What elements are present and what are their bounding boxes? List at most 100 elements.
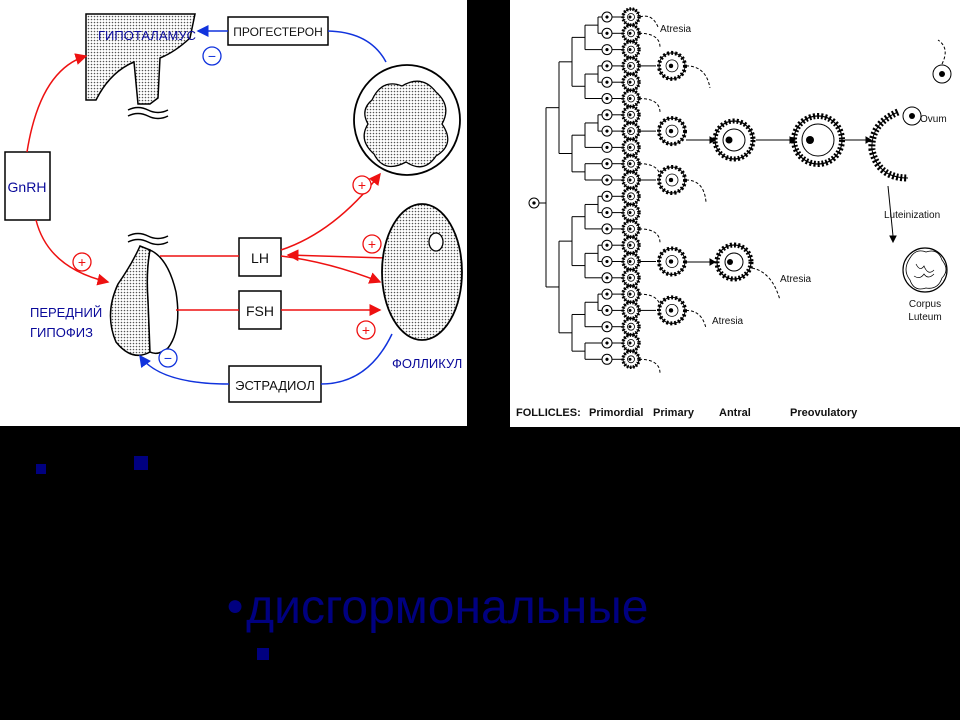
growing-follicle-nucleus [668, 128, 674, 134]
hormonal-axis-diagram: ГИПОТАЛАМУС ПРОГЕСТЕРОН − GnRH + ПЕРЕДНИ… [0, 0, 467, 426]
primary-follicle-nucleus [628, 64, 632, 68]
primordial-follicle-nucleus [605, 145, 609, 150]
main-bullet-label: дисгормональные [246, 581, 649, 634]
svg-text:+: + [362, 322, 370, 338]
primordial-follicle-nucleus [605, 194, 609, 198]
lh-corpus-plus-sign [352, 175, 372, 195]
primary-follicle-nucleus [628, 194, 632, 198]
atresia-label-primary: Atresia [712, 316, 744, 327]
primary-follicle-nucleus [628, 341, 632, 345]
luteinization-label: Luteinization [884, 210, 940, 221]
follicle-development-svg: Ovum Luteinization Corpus Luteum Atresia… [516, 7, 952, 419]
svg-text:+: + [78, 254, 86, 270]
primary-follicle-nucleus [628, 113, 632, 117]
hypothalamus-label: ГИПОТАЛАМУС [98, 28, 196, 43]
antral-atretic-follicle [714, 242, 754, 282]
primordial-follicle-nucleus [605, 47, 609, 52]
primordial-follicle-nucleus [605, 357, 609, 361]
primordial-follicle-nucleus [605, 341, 609, 345]
growing-follicle-nucleus [668, 63, 674, 69]
atresia-path [638, 98, 661, 113]
primary-follicle-nucleus [628, 178, 632, 182]
primary-follicle-nucleus [628, 259, 632, 264]
stage-primary-label: Primary [653, 407, 695, 419]
growing-follicle-granulosa [657, 165, 687, 195]
pituitary-label-line1: ПЕРЕДНИЙ [30, 305, 102, 320]
primordial-follicle-nucleus [605, 15, 609, 19]
primordial-follicle-nucleus [605, 308, 609, 313]
fsh-box [238, 290, 282, 330]
follicle-shape [381, 203, 463, 341]
stage-antral-label: Antral [719, 407, 751, 419]
follicle-development-diagram: Ovum Luteinization Corpus Luteum Atresia… [510, 0, 960, 427]
posterior-pituitary-shape [146, 248, 179, 355]
primary-follicle-nucleus [628, 227, 632, 231]
corpus-luteum [902, 247, 948, 293]
lh-follicle-plus-sign [362, 234, 382, 254]
growing-follicle-granulosa [657, 295, 687, 326]
ovum [902, 64, 952, 126]
follicles-label: FOLLICLES: [516, 407, 581, 419]
gnrh-box [4, 151, 51, 221]
growing-follicle-nucleus [668, 177, 674, 183]
estradiol-minus-sign [158, 348, 178, 368]
primordial-follicle-nucleus [605, 80, 609, 84]
atresia-label-top: Atresia [660, 24, 692, 35]
primary-follicle-nucleus [628, 276, 632, 280]
primary-follicle-nucleus [628, 325, 632, 329]
hypothalamus-shape [85, 13, 196, 105]
primordial-follicle-nucleus [605, 129, 609, 133]
main-bullet-text: ●дисгормональные [226, 580, 648, 635]
preovulatory-follicle [791, 113, 845, 167]
bullet-square-2 [134, 456, 148, 470]
fsh-follicle-plus-sign [356, 320, 376, 340]
anterior-pituitary-shape [109, 245, 151, 357]
primordial-follicle-nucleus [605, 162, 609, 166]
primary-follicle-nucleus [628, 292, 632, 296]
bullet-square-1 [36, 464, 46, 474]
lh-box [238, 237, 282, 277]
atresia-path [638, 163, 661, 178]
atresia-path [638, 358, 661, 374]
atresia-path [685, 309, 707, 329]
bullet-square-3 [257, 648, 269, 660]
bullet-dot: ● [226, 588, 245, 622]
primordial-follicle-nucleus [605, 325, 609, 329]
primary-follicle-nucleus [628, 357, 632, 361]
primary-follicle-nucleus [628, 129, 632, 133]
primordial-follicle-nucleus [605, 210, 609, 215]
atresia-path [685, 179, 707, 203]
progesterone-minus-sign [202, 46, 222, 66]
progesterone-label: ПРОГЕСТЕРОН [233, 25, 323, 39]
stage-preovulatory-label: Preovulatory [790, 407, 858, 419]
corpus-luteum-label-line2: Luteum [908, 312, 941, 323]
primary-follicle-nucleus [628, 31, 632, 35]
fsh-label: FSH [246, 303, 274, 319]
primordial-follicle-nucleus [605, 31, 609, 35]
gnrh-label: GnRH [8, 179, 47, 195]
primary-follicle-nucleus [628, 80, 632, 84]
primary-follicle-nucleus [628, 211, 632, 215]
antral-follicle [712, 118, 756, 162]
atresia-path [685, 65, 711, 88]
pituitary-label-line2: ГИПОФИЗ [30, 325, 93, 340]
svg-text:+: + [358, 177, 366, 193]
growing-follicle-granulosa [657, 116, 687, 147]
primordial-follicle-nucleus [605, 227, 609, 231]
primordial-follicle-nucleus [605, 96, 609, 101]
follicle-label: ФОЛЛИКУЛ [392, 356, 462, 371]
growing-follicle-granulosa [657, 246, 687, 277]
oocyte-shape [428, 232, 444, 252]
primordial-follicle-nucleus [605, 276, 609, 280]
primary-follicle-nucleus [628, 243, 632, 247]
atresia-path [638, 32, 661, 48]
growing-follicle-nucleus [668, 308, 674, 313]
primordial-follicle-nucleus [605, 113, 609, 117]
lh-label: LH [251, 250, 269, 266]
primordial-follicle-nucleus [605, 64, 609, 68]
atresia-path [639, 15, 659, 28]
atresia-path [638, 228, 661, 243]
ruptured-follicle [868, 108, 909, 182]
growing-follicle-granulosa [657, 50, 687, 81]
primary-follicle-nucleus [628, 96, 632, 101]
